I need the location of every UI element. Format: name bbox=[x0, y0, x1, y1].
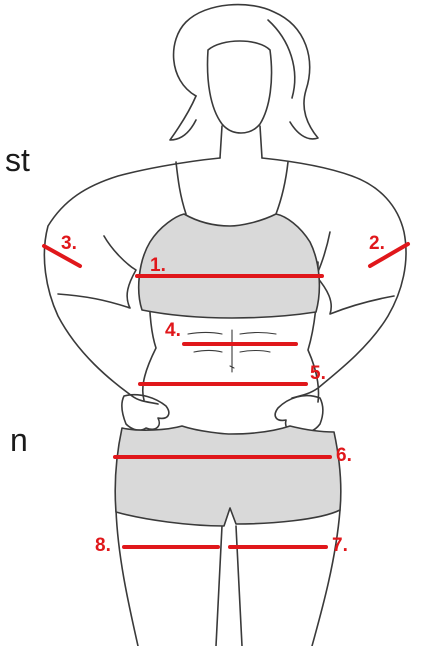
measurement-label-2: 2. bbox=[369, 234, 385, 253]
measurement-label-8: 8. bbox=[95, 536, 111, 555]
measurement-label-3: 3. bbox=[61, 234, 77, 253]
neck bbox=[220, 126, 262, 158]
shorts bbox=[115, 426, 341, 526]
clipped-text-top: st bbox=[5, 144, 30, 176]
hair bbox=[174, 5, 318, 139]
measurement-label-6: 6. bbox=[336, 446, 352, 465]
measurement-label-5: 5. bbox=[310, 364, 326, 383]
right-hand bbox=[275, 396, 323, 432]
measurement-label-7: 7. bbox=[332, 536, 348, 555]
face bbox=[208, 41, 272, 133]
left-hand bbox=[122, 395, 169, 430]
clipped-text-bottom: n bbox=[10, 424, 28, 456]
measurement-label-4: 4. bbox=[165, 321, 181, 340]
measurement-label-1: 1. bbox=[150, 256, 166, 275]
legs bbox=[116, 510, 340, 646]
